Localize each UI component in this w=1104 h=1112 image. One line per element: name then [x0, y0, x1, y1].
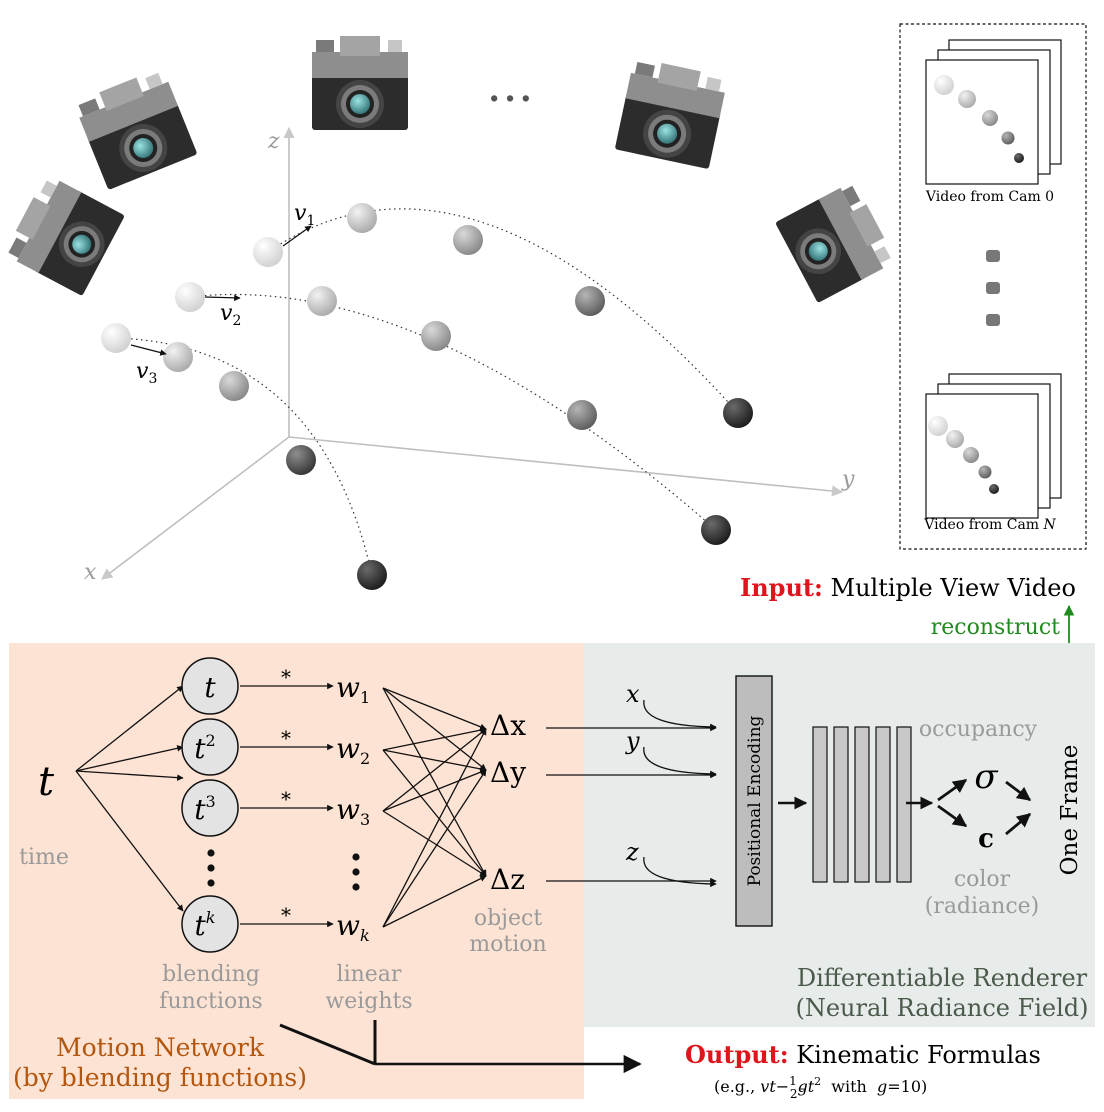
coord-y: y	[625, 727, 640, 755]
vertical-ellipsis-dot	[207, 849, 215, 857]
velocity-label-2: v2	[220, 301, 241, 329]
camera-icon	[775, 180, 897, 304]
y-axis-label: y	[841, 467, 855, 492]
delta-x: Δx	[490, 709, 526, 742]
velocity-label-1: v1	[294, 201, 315, 229]
positional-encoding-label: Positional Encoding	[745, 715, 765, 886]
trajectory-2	[189, 293, 717, 531]
svg-text:tk: tk	[195, 908, 216, 942]
time-label: time	[19, 845, 69, 870]
camera-icon	[3, 173, 125, 297]
motion-network: t time t t2 t3 tk * *	[13, 657, 547, 1092]
coord-z: z	[625, 838, 639, 866]
camera-icon	[614, 57, 729, 170]
coord-x: x	[626, 680, 640, 708]
weight-w3: w3	[336, 793, 370, 829]
weight-w1: w1	[336, 671, 370, 707]
video-panel: Video from Cam 0 Video from Cam N	[899, 23, 1087, 550]
one-frame-label: One Frame	[1057, 745, 1083, 876]
basis-node-tk: tk	[181, 895, 239, 953]
vertical-ellipsis-dot	[986, 282, 1000, 294]
svg-text:t: t	[204, 671, 216, 704]
basis-node-t3: t3	[181, 779, 239, 837]
ball	[575, 286, 605, 316]
ball	[347, 203, 377, 233]
input-label: Input: Multiple View Video	[740, 573, 1076, 602]
weight-delta-connections	[382, 687, 487, 928]
output-label: Output: Kinematic Formulas	[685, 1040, 1041, 1069]
multiply-symbol: *	[281, 726, 291, 750]
velocity-arrow-2	[204, 294, 241, 302]
velocity-label-3: v3	[136, 359, 157, 387]
scene-3d: ... z y x v1 v2 v3	[3, 36, 897, 590]
video-label-camN: Video from Cam N	[923, 517, 1056, 533]
color-symbol: c	[978, 824, 994, 854]
ball	[567, 400, 597, 430]
svg-text:t3: t3	[194, 792, 215, 826]
ball	[701, 515, 731, 545]
x-axis-label: x	[84, 560, 97, 585]
video-stack-cam0	[925, 39, 1062, 185]
ball	[421, 321, 451, 351]
ball	[219, 371, 249, 401]
y-axis	[288, 436, 844, 497]
svg-text:t2: t2	[194, 731, 215, 765]
video-label-cam0: Video from Cam 0	[925, 189, 1054, 205]
weight-w2: w2	[336, 732, 370, 768]
video-stack-camN	[925, 373, 1062, 519]
vertical-ellipsis-dot	[986, 314, 1000, 326]
basis-node-t: t	[181, 657, 239, 715]
camera-ellipsis: ...	[488, 70, 536, 110]
motion-network-title: Motion Network(by blending functions)	[13, 1033, 307, 1092]
vertical-ellipsis-dot	[352, 883, 360, 891]
time-variable: t	[38, 759, 55, 805]
color-label: color(radiance)	[925, 867, 1040, 919]
ball	[163, 342, 193, 372]
renderer: x y z Positional Encoding σ c occupancy …	[546, 675, 1089, 1022]
trajectory-3	[115, 337, 373, 576]
velocity-arrow-1	[282, 225, 312, 247]
mlp-layers	[812, 726, 912, 883]
multiply-symbol: *	[281, 787, 291, 811]
occupancy-label: occupancy	[919, 717, 1038, 742]
multiply-symbol: *	[281, 665, 291, 689]
multiply-symbol: *	[281, 903, 291, 927]
delta-y: Δy	[490, 756, 526, 789]
delta-z: Δz	[490, 863, 525, 896]
ball	[723, 398, 753, 428]
sigma-symbol: σ	[974, 757, 998, 797]
ball	[453, 225, 483, 255]
vertical-ellipsis-dot	[352, 868, 360, 876]
x-axis	[101, 436, 290, 580]
output-connector	[279, 1020, 642, 1074]
reconstruct-label: reconstruct	[931, 615, 1060, 640]
ball	[286, 445, 316, 475]
ball	[253, 237, 283, 267]
ball	[357, 560, 387, 590]
z-axis-label: z	[267, 129, 280, 154]
vertical-ellipsis-dot	[352, 853, 360, 861]
ball	[307, 286, 337, 316]
vertical-ellipsis-dot	[207, 879, 215, 887]
vertical-ellipsis-dot	[986, 250, 1000, 262]
camera-icon	[312, 36, 408, 130]
motion-network-panel	[9, 643, 584, 1099]
vertical-ellipsis-dot	[207, 864, 215, 872]
trajectory-1	[267, 208, 739, 414]
basis-node-t2: t2	[181, 718, 239, 776]
velocity-arrow-3	[130, 344, 167, 356]
ball	[101, 323, 131, 353]
weight-wk: wk	[336, 909, 370, 945]
renderer-title: Differentiable Renderer(Neural Radiance …	[795, 964, 1088, 1022]
camera-icon	[73, 66, 198, 191]
positional-encoding-block	[735, 675, 773, 927]
ball	[175, 282, 205, 312]
